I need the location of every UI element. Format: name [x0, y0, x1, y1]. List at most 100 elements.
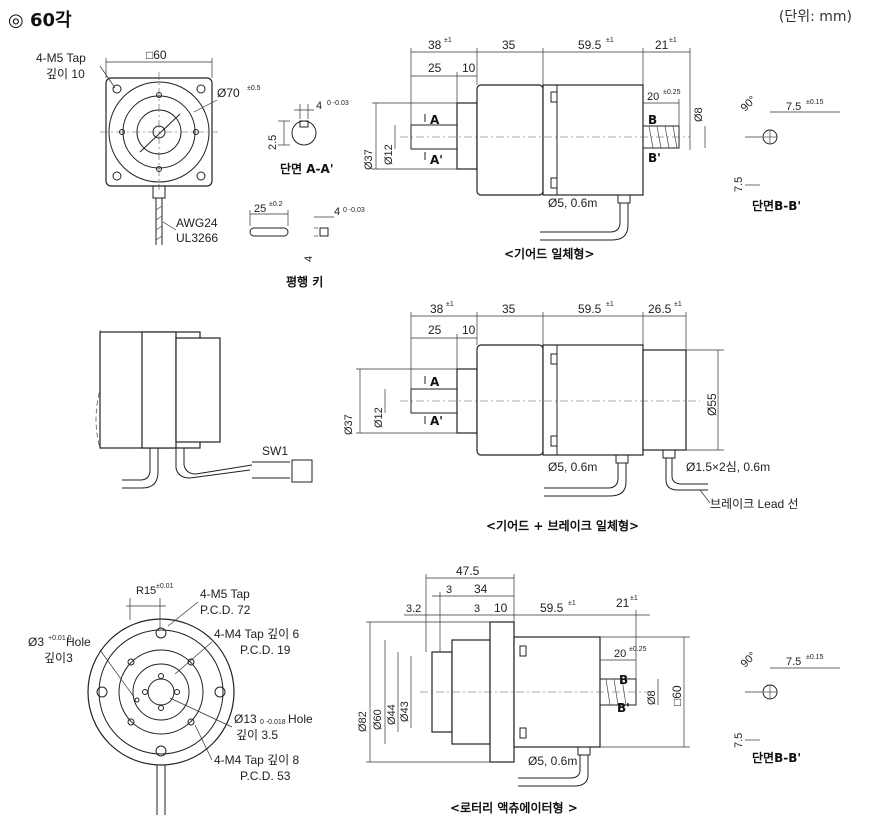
unit-label: (단위: mm) — [778, 9, 852, 25]
top-section-a: 4 0 -0.03 2.5 단면 A-A' — [267, 100, 349, 176]
dimension-label: 20 — [614, 648, 626, 660]
dimension-label: 38 — [428, 38, 442, 52]
dimension-label: B' — [617, 701, 630, 715]
dimension-label: ±0.2 — [269, 201, 283, 208]
dimension-label: ±0.01 — [156, 583, 174, 590]
dimension-label: 4 — [334, 206, 340, 218]
wire-label-1: AWG24 — [176, 216, 218, 230]
middle-partial-view: SW1 — [95, 329, 313, 489]
pcd-dia-label: Ø70 — [217, 86, 240, 100]
dimension-label: 20 — [647, 91, 659, 103]
dimension-label: ±0.5 — [247, 85, 261, 92]
dimension-label: P.C.D. 53 — [240, 769, 291, 783]
dimension-label: 3 — [474, 603, 480, 615]
dimension-label: 10 — [462, 323, 476, 337]
key-caption: 평행 키 — [286, 274, 323, 289]
dimension-label: 7.5 — [786, 101, 801, 113]
dimension-label: 25 — [428, 61, 442, 75]
dimension-label: Ø8 — [693, 107, 705, 122]
dimension-label: ±0.15 — [806, 99, 824, 106]
dimension-label: Hole — [288, 712, 313, 726]
mount-holes — [112, 84, 206, 181]
dimension-label: B' — [648, 151, 661, 165]
dimension-label: ±0.25 — [629, 646, 647, 653]
dimension-label: Ø12 — [383, 144, 395, 165]
bottom-front-view: R15±0.01 4-M5 Tap P.C.D. 72 4-M4 Tap 깊이 … — [28, 583, 313, 815]
dimension-label: 0 -0.018 — [260, 719, 286, 726]
wire-label-2: UL3266 — [176, 231, 218, 245]
dimension-label: 깊이3 — [44, 651, 73, 665]
dimension-label: 34 — [474, 582, 488, 596]
dimension-label: P.C.D. 19 — [240, 643, 291, 657]
dimension-label: Ø8 — [646, 690, 658, 705]
page-title: ◎ 60각 — [8, 10, 72, 31]
dimension-label: B — [648, 113, 657, 127]
dimension-label: Ø43 — [399, 701, 411, 722]
dimension-label: 7.5 — [733, 733, 745, 748]
dimension-label: ±1 — [446, 301, 454, 308]
dimension-label: 90° — [739, 94, 759, 114]
dimension-label: Ø13 — [234, 712, 257, 726]
dimension-label: 4-M4 Tap 깊이 8 — [214, 753, 300, 767]
dimension-label: A — [430, 375, 440, 389]
dimension-label: A — [430, 113, 440, 127]
dimension-label: 4-M4 Tap 깊이 6 — [214, 627, 300, 641]
brake-lead-label: 브레이크 Lead 선 — [710, 497, 799, 511]
top-section-b: 7.5 ±0.15 90° 7.5 단면B-B' — [733, 94, 840, 213]
dimension-label: ±1 — [444, 37, 452, 44]
switch-label: SW1 — [262, 444, 288, 458]
rotary-flange — [87, 618, 235, 766]
geared-caption: <기어드 일체형> — [504, 246, 595, 261]
dimension-label: P.C.D. 72 — [200, 603, 251, 617]
dimension-label: Ø37 — [343, 414, 355, 435]
dimension-label: B — [619, 673, 628, 687]
dimension-label: 2.5 — [267, 135, 279, 150]
dimension-label: 25 — [254, 203, 266, 215]
dimension-label: ±1 — [630, 595, 638, 602]
rotary-holes — [96, 627, 226, 757]
dimension-label: 4 — [303, 256, 315, 262]
dimension-label: 7.5 — [733, 177, 745, 192]
dimension-label: 21 — [616, 596, 630, 610]
dimension-label: Ø44 — [386, 704, 398, 725]
dimension-label: 깊이 3.5 — [236, 728, 278, 742]
dimension-label: 38 — [430, 302, 444, 316]
cable-label: Ø5, 0.6m — [548, 460, 597, 474]
dimension-label: ±1 — [606, 37, 614, 44]
dimension-label: 35 — [502, 38, 516, 52]
bottom-section-b: 7.5 ±0.15 90° 7.5 단면B-B' — [733, 650, 840, 765]
dimension-label: 10 — [462, 61, 476, 75]
dimension-label: 59.5 — [540, 601, 564, 615]
cable-label: Ø5, 0.6m — [528, 754, 577, 768]
dimension-label: 26.5 — [648, 302, 672, 316]
dimension-label: 25 — [428, 323, 442, 337]
dimension-label: 3 — [446, 584, 452, 596]
dimension-label: ±1 — [674, 301, 682, 308]
dimension-label: 90° — [739, 650, 759, 670]
square-dim: □60 — [146, 48, 167, 62]
top-front-view: □60 4-M5 Tap 깊이 10 Ø70 ±0.5 AWG24 UL3266 — [36, 48, 261, 245]
section-a-caption: 단면 A-A' — [280, 161, 334, 176]
dimension-label: +0.01 0 — [48, 635, 72, 642]
dimension-label: 47.5 — [456, 564, 480, 578]
rotary-caption: <로터리 액츄에이터형 > — [450, 800, 578, 815]
geared-brake-caption: <기어드 + 브레이크 일체형> — [486, 518, 639, 533]
dimension-label: 10 — [494, 601, 508, 615]
dimension-label: 0 -0.03 — [327, 100, 349, 107]
dimension-label: 21 — [655, 38, 669, 52]
dimension-label: 7.5 — [786, 656, 801, 668]
middle-side-view: 38±1 35 59.5±1 26.5±1 25 10 Ø37 Ø12 Ø55 … — [343, 301, 799, 533]
dimension-label: 35 — [502, 302, 516, 316]
dimension-label: Hole — [66, 635, 91, 649]
section-b-caption: 단면B-B' — [752, 750, 801, 765]
tap-label: 4-M5 Tap — [36, 51, 86, 65]
dimension-label: 4-M5 Tap — [200, 587, 250, 601]
dimension-label: 4 — [316, 100, 322, 112]
dimension-label: ±0.15 — [806, 654, 824, 661]
section-b-caption: 단면B-B' — [752, 198, 801, 213]
dimension-label: □60 — [670, 685, 684, 706]
dimension-label: 59.5 — [578, 38, 602, 52]
dimension-label: Ø37 — [363, 149, 375, 170]
dimension-label: A' — [430, 153, 443, 167]
